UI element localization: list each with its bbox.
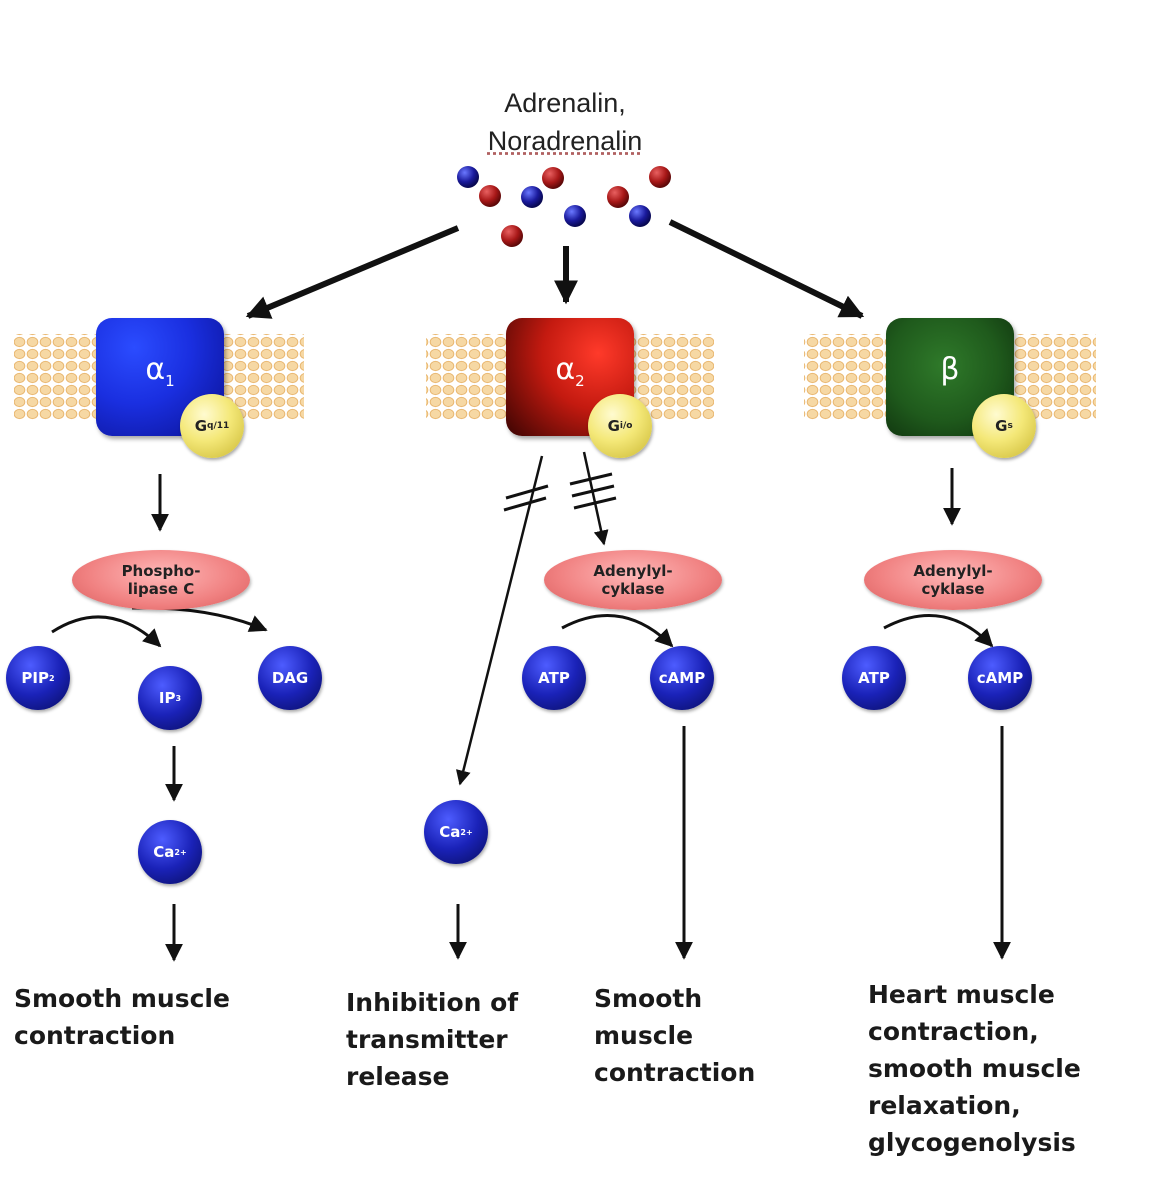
enzyme-adenylyl-cyclase-beta: Adenylyl-cyklase — [864, 550, 1042, 610]
enzyme-phospholipase-c: Phospho-lipase C — [72, 550, 250, 610]
arrow-atp-camp-alpha2 — [561, 614, 674, 648]
ligand-molecules — [457, 166, 671, 247]
molecule-camp-beta: cAMP — [968, 646, 1032, 710]
receptor-beta-label: β — [940, 352, 960, 387]
ligand-dot — [607, 186, 629, 208]
ligand-dot — [521, 186, 543, 208]
arrow-to-alpha1 — [245, 225, 460, 319]
membrane-beta — [804, 334, 1096, 420]
ligand-line1: Adrenalin, — [504, 88, 626, 118]
ligand-line2: Noradrenalin — [487, 126, 643, 156]
ligand-dot — [629, 205, 651, 227]
arrow-atp-camp-beta — [883, 614, 994, 648]
ligand-title: Adrenalin, Noradrenalin — [440, 84, 690, 160]
enzyme-adenylyl-cyclase-alpha2: Adenylyl-cyklase — [544, 550, 722, 610]
arrow-alpha2-ac-inhibited — [582, 451, 609, 546]
ligand-dot — [564, 205, 586, 227]
molecule-atp-alpha2: ATP — [522, 646, 586, 710]
inhibition-mark-ac — [569, 472, 617, 510]
membrane-alpha2 — [426, 334, 714, 420]
molecule-dag: DAG — [258, 646, 322, 710]
receptor-alpha1-label: α1 — [145, 352, 175, 390]
inhibition-mark-ca — [503, 484, 549, 512]
molecule-atp-beta: ATP — [842, 646, 906, 710]
ligand-dot — [457, 166, 479, 188]
receptor-alpha2-label: α2 — [555, 352, 585, 390]
arrow-to-beta — [668, 219, 865, 319]
molecule-camp-alpha2: cAMP — [650, 646, 714, 710]
membrane-alpha1 — [14, 334, 304, 420]
arrow-to-dag — [131, 606, 268, 632]
ligand-dot — [542, 167, 564, 189]
arrow-alpha2-ca-inhibited — [455, 455, 544, 786]
ligand-dot — [649, 166, 671, 188]
ligand-dot — [501, 225, 523, 247]
ligand-dot — [479, 185, 501, 207]
arrow-pip2-ip3 — [51, 615, 162, 648]
